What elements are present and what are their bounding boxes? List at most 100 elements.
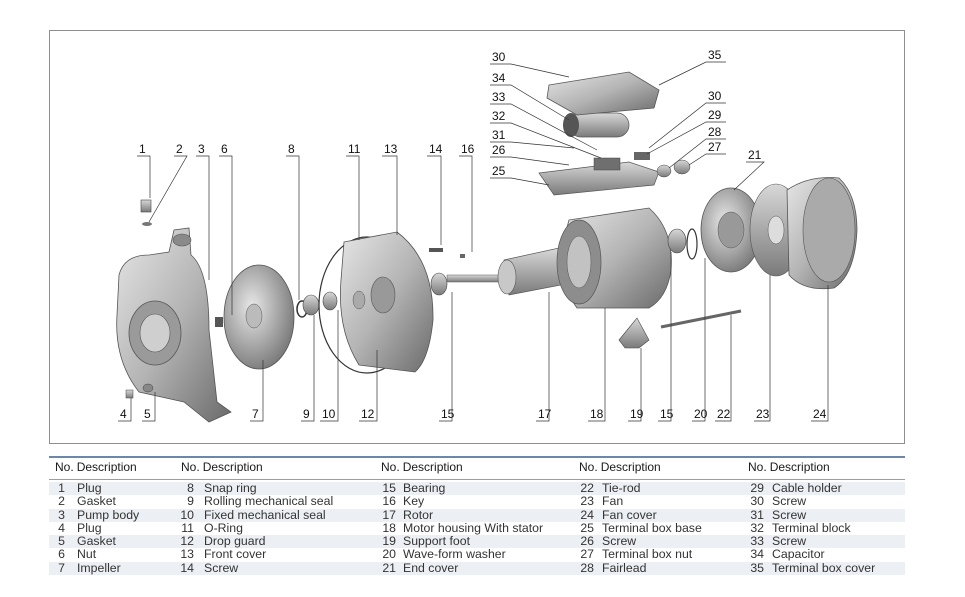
part-no: 27 [580, 547, 594, 562]
capacitor [563, 112, 630, 138]
part-no: 31 [750, 507, 764, 522]
callout-2: 2 [176, 142, 183, 156]
part-desc: End cover [403, 560, 459, 575]
part-no: 7 [58, 560, 65, 575]
part-no: 12 [180, 534, 194, 549]
part-desc: Motor housing With stator [403, 520, 544, 535]
col-header-no: No. [748, 460, 767, 474]
part-no: 17 [382, 507, 396, 522]
part-no: 16 [382, 494, 396, 509]
part-desc: Nut [77, 547, 97, 562]
terminal-block [593, 157, 621, 171]
part-no: 25 [580, 520, 594, 535]
part-desc: Pump body [77, 507, 140, 522]
col-header-1: No.Description [55, 460, 137, 474]
callout-20: 20 [694, 407, 708, 421]
callout-11: 11 [348, 142, 361, 156]
part-no: 34 [750, 547, 764, 562]
part-desc: Tie-rod [602, 481, 641, 495]
part-no: 30 [750, 494, 764, 509]
part-no: 15 [382, 481, 396, 495]
part-desc: Plug [77, 481, 102, 495]
part-desc: Terminal box base [602, 520, 702, 535]
part-no: 2 [58, 494, 65, 509]
col-header-no: No. [579, 460, 598, 474]
callout-21: 21 [748, 148, 762, 162]
callout-labels: 1 2 3 6 8 11 13 14 16 30 34 33 32 31 26 … [120, 48, 827, 421]
part-no: 9 [187, 494, 194, 509]
part-desc: Wave-form washer [403, 547, 506, 562]
callout-8: 8 [288, 142, 295, 156]
col-header-desc: Description [76, 460, 137, 474]
pump-body [116, 227, 232, 423]
col-header-5: No.Description [748, 460, 830, 474]
fan-cover [786, 177, 858, 290]
part-no: 28 [580, 560, 594, 575]
key [460, 254, 465, 258]
callout-6: 6 [221, 142, 228, 156]
part-desc: Gasket [77, 534, 116, 549]
col-header-no: No. [381, 460, 400, 474]
part-desc: Capacitor [772, 547, 825, 562]
part-desc: Fan [602, 494, 624, 509]
gasket [142, 222, 152, 226]
col-header-desc: Description [769, 460, 830, 474]
part-no: 24 [580, 507, 594, 522]
col-header-2: No.Description [181, 460, 263, 474]
callout-25: 25 [492, 164, 506, 178]
part-no: 4 [58, 520, 65, 535]
part-no: 23 [580, 494, 594, 509]
part-desc: Cable holder [772, 481, 842, 495]
part-desc: Screw [772, 534, 807, 549]
part-desc: Fairlead [602, 560, 647, 575]
wave-washer [686, 228, 698, 260]
callout-18: 18 [590, 407, 604, 421]
screw [429, 248, 443, 252]
part-no: 10 [180, 507, 194, 522]
part-desc: Screw [772, 507, 807, 522]
callout-4: 4 [120, 407, 127, 421]
callout-7: 7 [252, 407, 259, 421]
part-desc: Impeller [77, 560, 121, 575]
callout-17: 17 [538, 407, 552, 421]
callout-29: 29 [708, 108, 722, 122]
part-desc: Plug [77, 520, 102, 535]
motor-housing [556, 207, 672, 309]
part-no: 29 [750, 481, 764, 495]
part-desc: O-Ring [204, 520, 243, 535]
plug [140, 199, 152, 213]
part-no: 6 [58, 547, 65, 562]
callout-30a: 30 [492, 50, 506, 64]
part-desc: Snap ring [204, 481, 257, 495]
rolling-seal [302, 294, 320, 316]
part-desc: Rotor [403, 507, 434, 522]
callout-5: 5 [144, 407, 151, 421]
col-header-desc: Description [600, 460, 661, 474]
fairlead [656, 164, 672, 178]
plug-bottom [125, 389, 134, 399]
col-header-desc: Description [202, 460, 263, 474]
callout-13: 13 [384, 142, 398, 156]
part-no: 20 [382, 547, 396, 562]
front-cover [340, 231, 434, 373]
part-no: 8 [187, 481, 194, 495]
part-no: 14 [180, 560, 194, 575]
rotor [446, 247, 570, 296]
callout-24: 24 [813, 407, 827, 421]
part-desc: Terminal box nut [602, 547, 693, 562]
part-desc: Fixed mechanical seal [204, 507, 326, 522]
callout-30b: 30 [708, 89, 722, 103]
col-header-no: No. [181, 460, 200, 474]
part-desc: Drop guard [204, 534, 266, 549]
part-desc: Key [403, 494, 425, 509]
part-desc: Bearing [403, 481, 446, 495]
part-no: 22 [580, 481, 594, 495]
callout-34: 34 [492, 71, 506, 85]
gasket-bottom [142, 383, 154, 393]
callout-3: 3 [198, 142, 205, 156]
